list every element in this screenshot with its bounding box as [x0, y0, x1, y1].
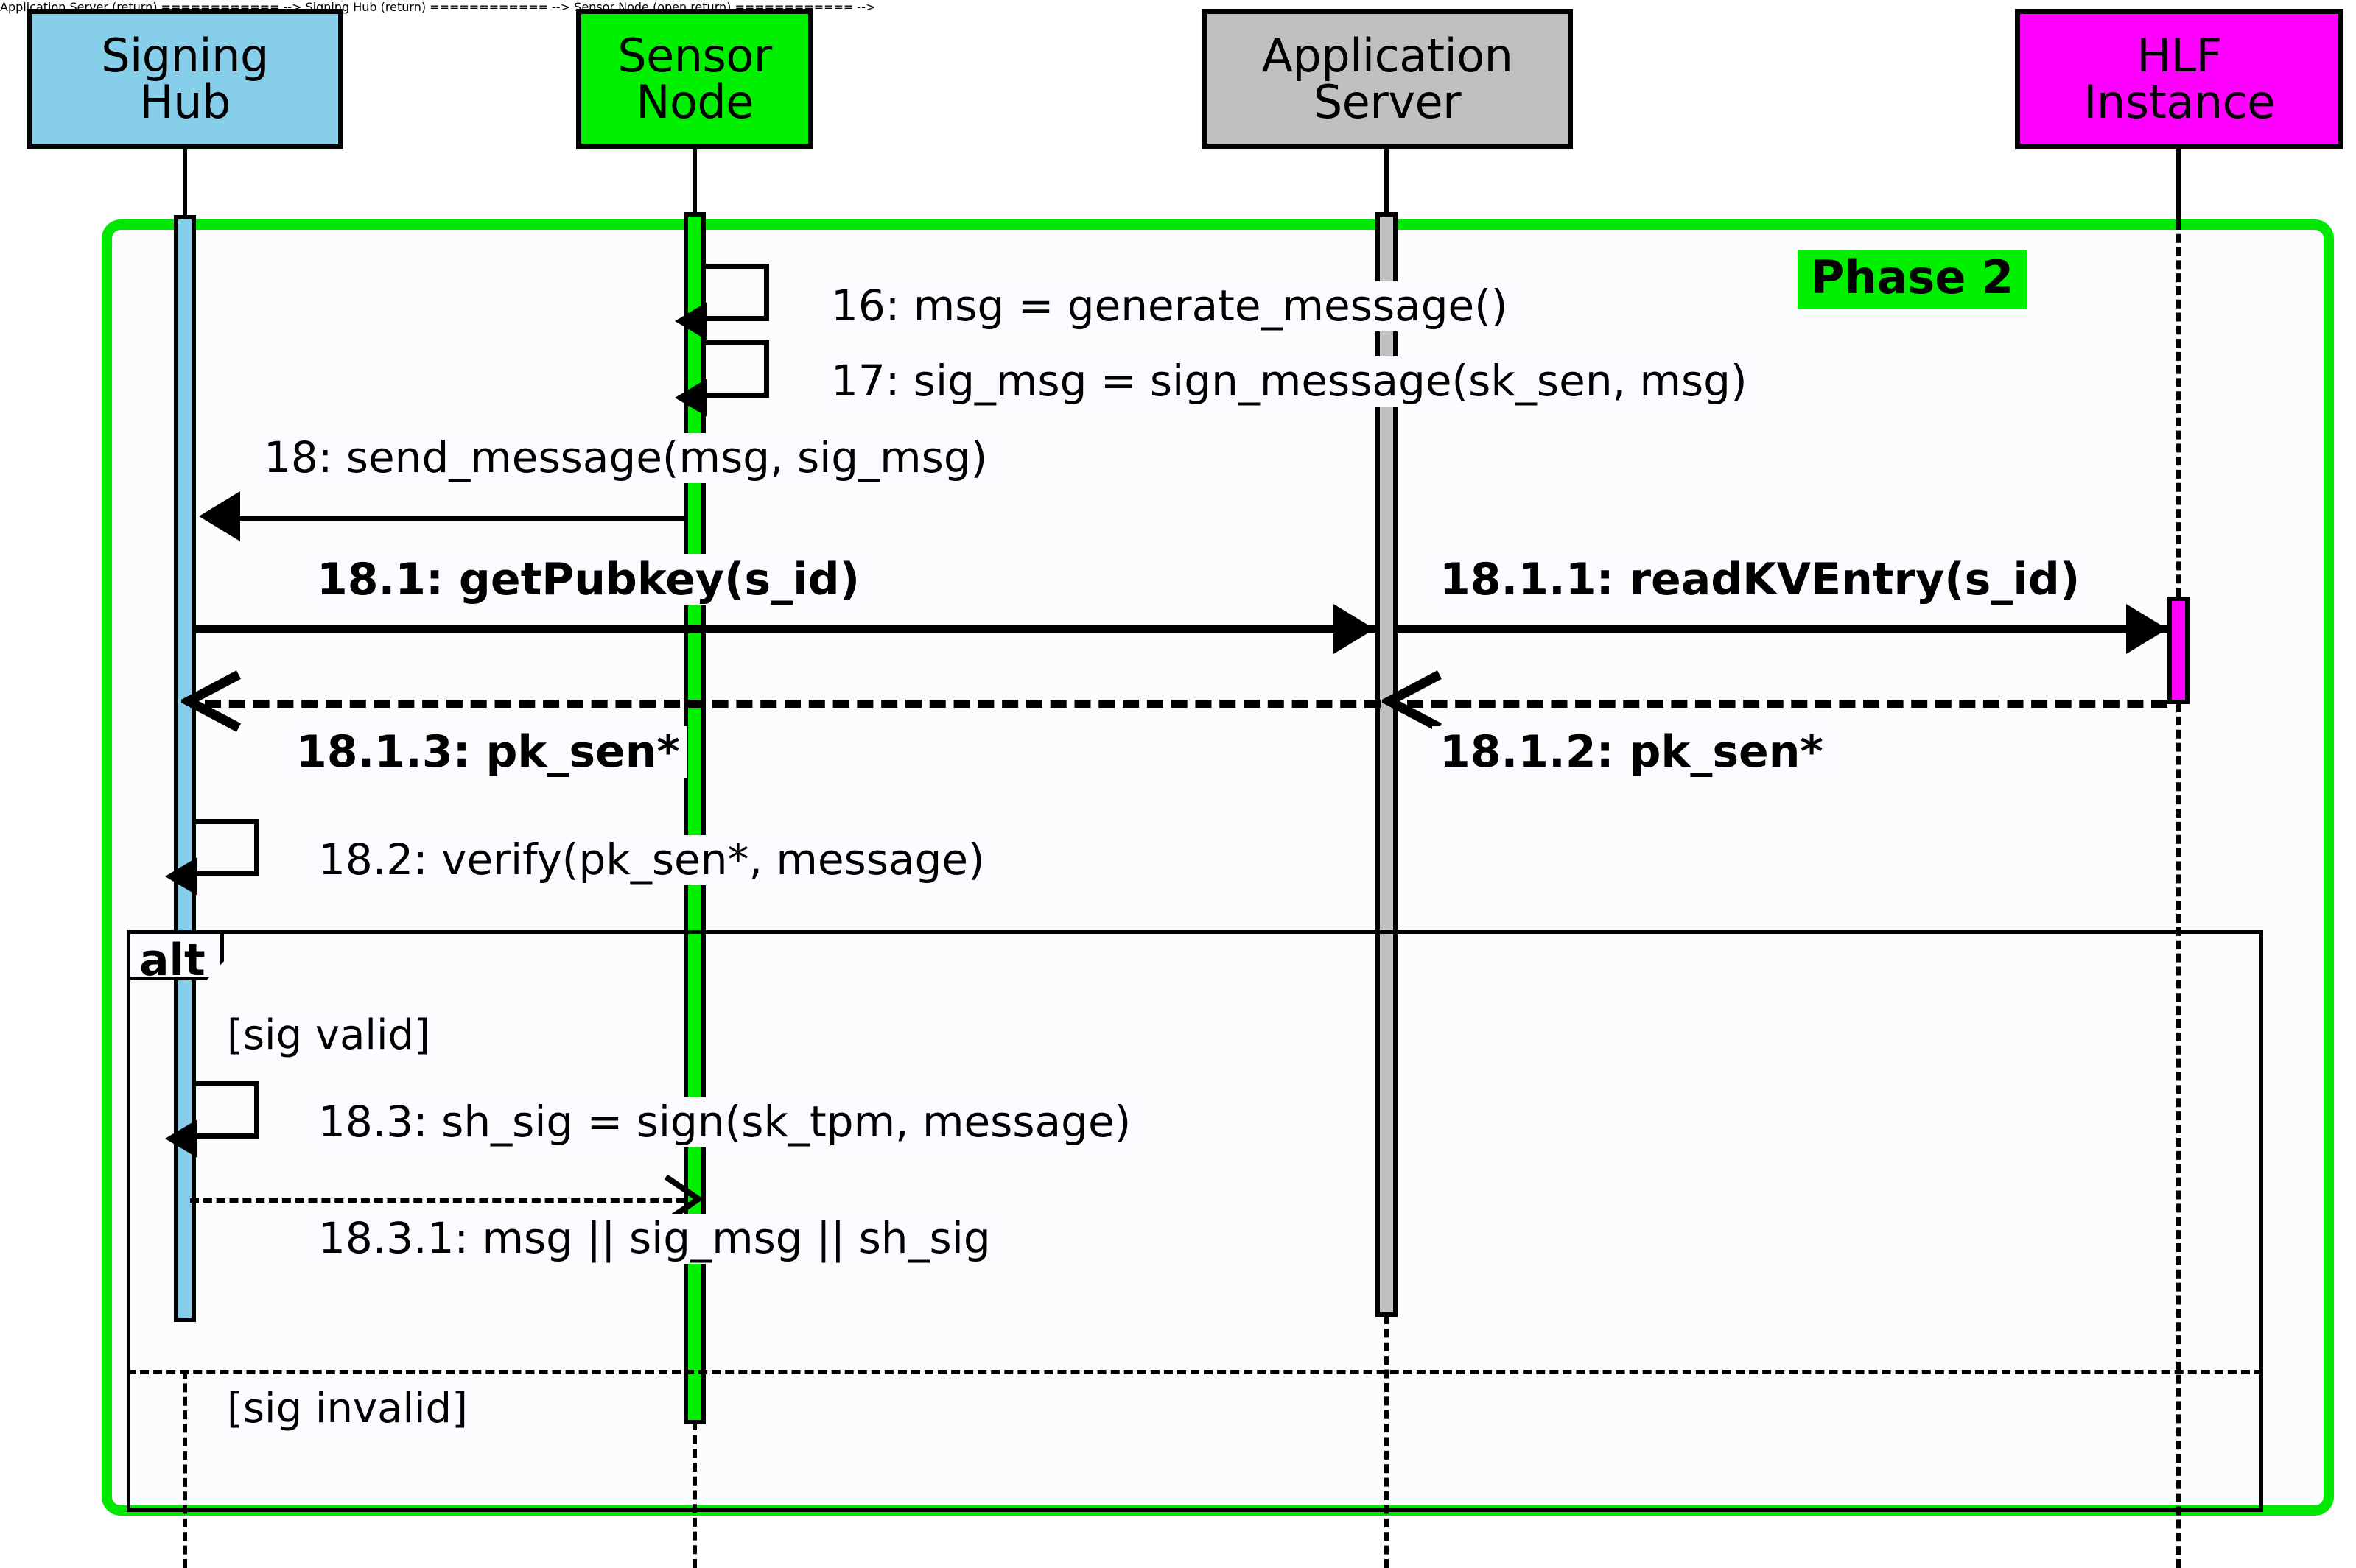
alt-fragment-frame — [127, 930, 2263, 1512]
arrowhead-msg-18-1-2 — [1379, 669, 1448, 738]
lifeline-application-server — [1384, 1315, 1389, 1568]
alt-guard-sig-valid: [sig valid] — [221, 1013, 436, 1059]
arrowhead-msg-18-1 — [1333, 604, 1375, 654]
lifeline-header-hlf-instance[interactable]: HLF Instance — [2015, 9, 2343, 149]
lifeline-label-sensor-node-line2: Node — [636, 75, 754, 129]
lifeline-label-application-server-line2: Server — [1313, 75, 1462, 129]
msg-line-18-1-3 — [205, 700, 1381, 708]
msg-line-18-3-1 — [190, 1198, 685, 1203]
msg-line-18-1 — [194, 625, 1375, 633]
alt-fragment-operator: alt — [127, 930, 224, 980]
arrowhead-msg-18-1-3 — [178, 669, 248, 738]
lifeline-stub-application-server — [1384, 149, 1389, 221]
msg-label-18-3: 18.3: sh_sig = sign(sk_tpm, message) — [311, 1097, 1139, 1147]
lifeline-label-application-server-line1: Application — [1261, 28, 1513, 82]
lifeline-label-sensor-node-line1: Sensor — [617, 28, 772, 82]
lifeline-header-application-server[interactable]: Application Server — [1202, 9, 1573, 149]
arrowhead-msg-16 — [675, 302, 707, 340]
selfcall-box-18-3 — [196, 1081, 259, 1139]
msg-label-16: 16: msg = generate_message() — [824, 281, 1515, 331]
selfcall-box-17 — [706, 340, 769, 398]
msg-label-18-1: 18.1: getPubkey(s_id) — [309, 554, 868, 605]
lifeline-label-signing-hub-line2: Hub — [139, 75, 231, 129]
arrowhead-msg-18-3 — [165, 1119, 197, 1158]
msg-label-18: 18: send_message(msg, sig_msg) — [256, 433, 995, 483]
selfcall-box-16 — [706, 264, 769, 321]
lifeline-header-sensor-node[interactable]: Sensor Node — [576, 9, 813, 149]
selfcall-box-18-2 — [196, 819, 259, 876]
msg-label-18-1-2: 18.1.2: pk_sen* — [1432, 726, 1831, 778]
lifeline-signing-hub — [183, 1370, 187, 1568]
phase-label: Phase 2 — [1798, 250, 2027, 309]
arrowhead-msg-18-2 — [165, 857, 197, 896]
lifeline-label-signing-hub-line1: Signing — [101, 28, 269, 82]
lifeline-label-hlf-instance-line1: HLF — [2136, 28, 2222, 82]
activation-hlf-instance — [2167, 597, 2190, 704]
arrowhead-msg-17 — [675, 379, 707, 417]
lifeline-stub-signing-hub — [183, 149, 187, 221]
msg-label-18-3-1: 18.3.1: msg || sig_msg || sh_sig — [311, 1214, 998, 1264]
msg-line-18 — [212, 516, 687, 521]
alt-guard-sig-invalid: [sig invalid] — [221, 1386, 474, 1432]
arrowhead-msg-18-1-1 — [2126, 604, 2167, 654]
msg-line-18-1-2 — [1407, 700, 2167, 708]
msg-label-18-1-1: 18.1.1: readKVEntry(s_id) — [1432, 554, 2088, 605]
msg-line-18-1-1 — [1397, 625, 2169, 633]
lifeline-stub-hlf-instance — [2176, 149, 2181, 221]
lifeline-sensor-node — [693, 1421, 697, 1568]
lifeline-stub-sensor-node — [693, 149, 697, 221]
arrowhead-msg-18 — [199, 491, 240, 541]
lifeline-header-signing-hub[interactable]: Signing Hub — [27, 9, 343, 149]
lifeline-label-hlf-instance-line2: Instance — [2083, 75, 2275, 129]
msg-label-18-2: 18.2: verify(pk_sen*, message) — [311, 835, 992, 885]
alt-operand-divider — [127, 1370, 2263, 1374]
msg-label-17: 17: sig_msg = sign_message(sk_sen, msg) — [824, 356, 1755, 407]
lifeline-hlf-instance — [2176, 221, 2181, 597]
lifeline-hlf-instance-lower — [2176, 703, 2181, 1568]
msg-label-18-1-3: 18.1.3: pk_sen* — [289, 726, 687, 778]
